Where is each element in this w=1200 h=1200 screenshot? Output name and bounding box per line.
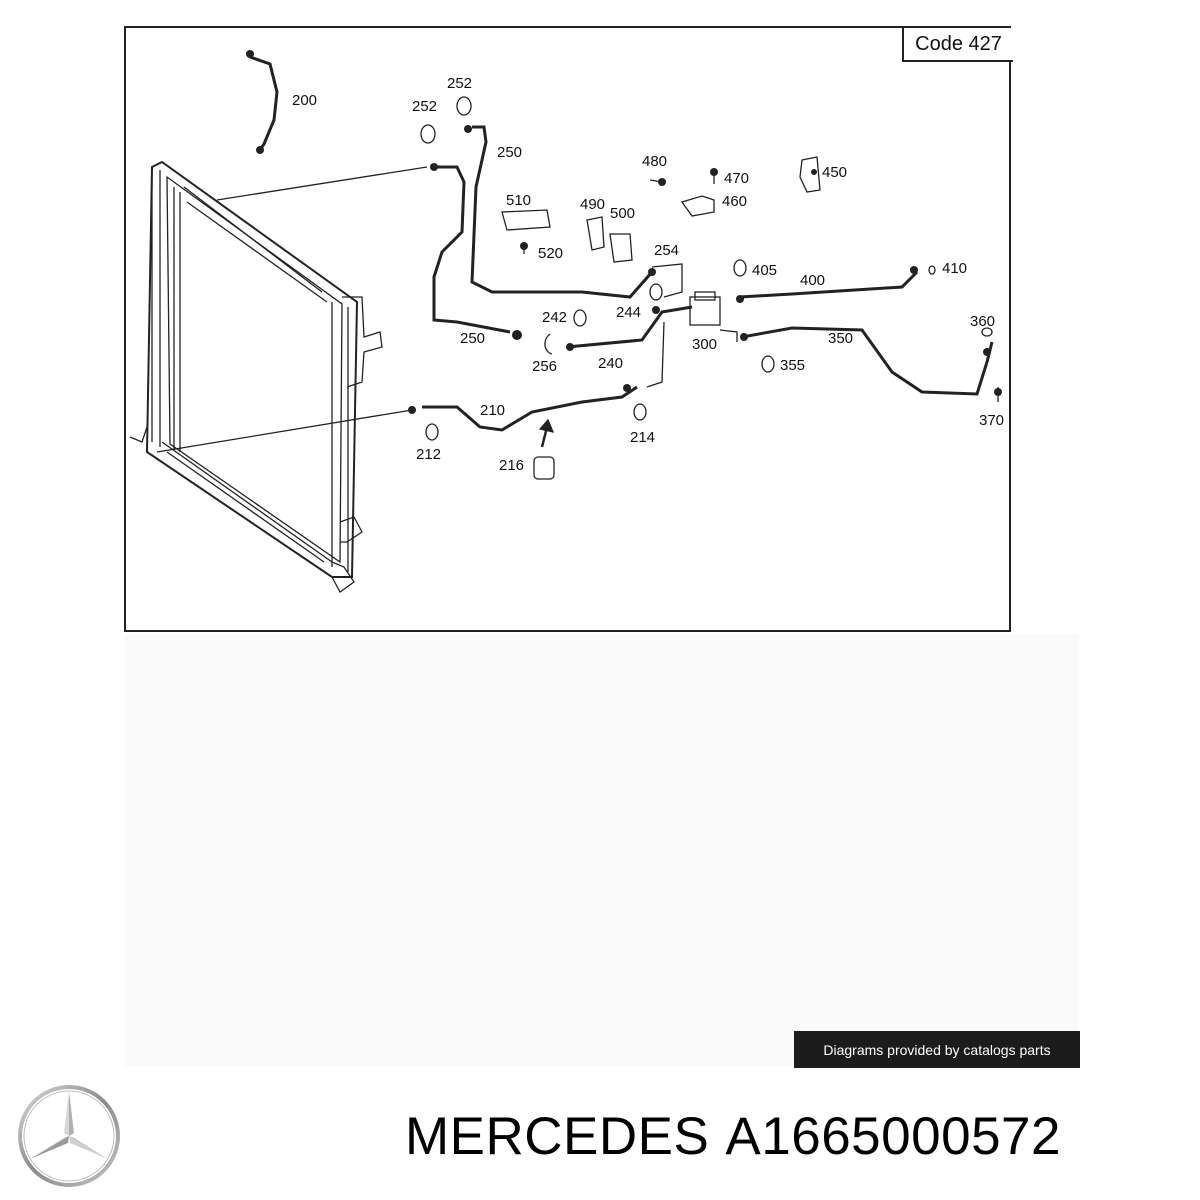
- callout-label: 216: [499, 457, 524, 474]
- callout-label: 520: [538, 245, 563, 262]
- callout-label: 470: [724, 170, 749, 187]
- callout-label: 244: [616, 304, 641, 321]
- callout-label: 370: [979, 412, 1004, 429]
- part-number: A1665000572: [725, 1107, 1062, 1166]
- callout-label: 355: [780, 357, 805, 374]
- callout-label: 252: [447, 75, 472, 92]
- callout-label: 200: [292, 92, 317, 109]
- brand-name: MERCEDES: [405, 1107, 710, 1166]
- callout-label: 256: [532, 358, 557, 375]
- callout-label: 250: [497, 144, 522, 161]
- mercedes-star-icon: [16, 1083, 122, 1189]
- callout-label: 240: [598, 355, 623, 372]
- lower-panel-background: [124, 634, 1079, 1066]
- diagram-drawing: 200 252 252 250 480 470 450 510 490 500 …: [129, 50, 1004, 593]
- callout-label: 250: [460, 330, 485, 347]
- callout-label: 490: [580, 196, 605, 213]
- callout-label: 410: [942, 260, 967, 277]
- part-title: MERCEDES A1665000572: [405, 1106, 1061, 1167]
- callout-label: 254: [654, 242, 679, 259]
- callout-label: 510: [506, 192, 531, 209]
- callout-label: 242: [542, 309, 567, 326]
- callout-label: 252: [412, 98, 437, 115]
- callout-label: 450: [822, 164, 847, 181]
- callout-label: 214: [630, 429, 655, 446]
- callout-label: 500: [610, 205, 635, 222]
- callout-label: 400: [800, 272, 825, 289]
- diagram-credit: Diagrams provided by catalogs parts: [794, 1031, 1080, 1068]
- callout-label: 460: [722, 193, 747, 210]
- callout-label: 360: [970, 313, 995, 330]
- parts-diagram: 200 252 252 250 480 470 450 510 490 500 …: [124, 26, 1013, 632]
- callout-label: 212: [416, 446, 441, 463]
- callout-label: 480: [642, 153, 667, 170]
- code-label: Code 427: [902, 28, 1013, 62]
- callout-label: 350: [828, 330, 853, 347]
- callout-label: 210: [480, 402, 505, 419]
- callout-label: 300: [692, 336, 717, 353]
- callout-label: 405: [752, 262, 777, 279]
